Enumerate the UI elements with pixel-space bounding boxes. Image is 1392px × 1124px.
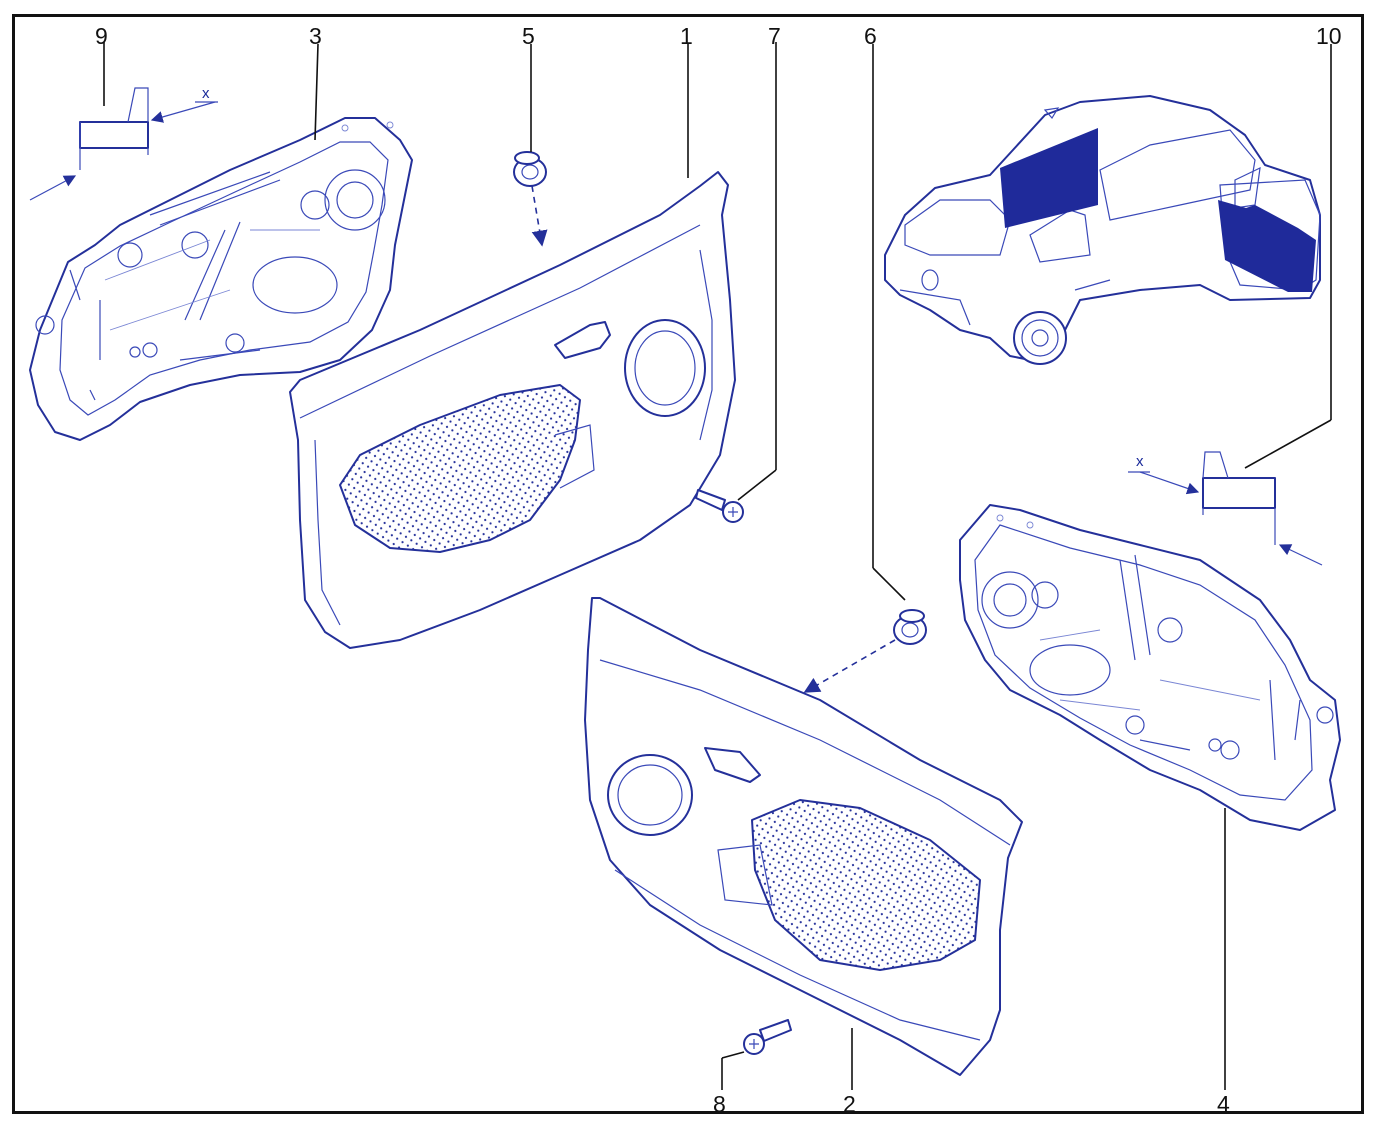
- door-trim-panel-lower: [584, 597, 1023, 1076]
- callout-8: 8: [713, 1091, 726, 1117]
- door-carrier-panel-left: [29, 117, 413, 441]
- callout-3: 3: [309, 23, 322, 49]
- callout-6: 6: [864, 23, 877, 49]
- trim-clip-upper: [513, 151, 548, 247]
- door-trim-panel-upper: [289, 171, 736, 649]
- trim-screw-lower: [743, 1019, 792, 1055]
- trim-clip-lower: [803, 609, 927, 693]
- insulation-pad-left: x: [29, 85, 218, 201]
- section-mark-right: x: [1136, 453, 1144, 470]
- insulation-pad-right: x: [1128, 451, 1323, 566]
- section-mark-left: x: [202, 85, 210, 102]
- car-location-illustration: [884, 95, 1321, 365]
- callout-9: 9: [95, 23, 108, 49]
- callout-7: 7: [768, 23, 781, 49]
- callout-2: 2: [843, 1091, 856, 1117]
- callout-1: 1: [680, 23, 693, 49]
- callout-labels: 9 3 5 1 7 6 10 8 2 4: [95, 23, 1342, 1117]
- trim-screw-upper: [695, 489, 744, 523]
- callout-4: 4: [1217, 1091, 1230, 1117]
- door-carrier-panel-right: [959, 504, 1341, 831]
- callout-5: 5: [522, 23, 535, 49]
- callout-10: 10: [1316, 23, 1342, 49]
- leader-lines: [103, 42, 1332, 1090]
